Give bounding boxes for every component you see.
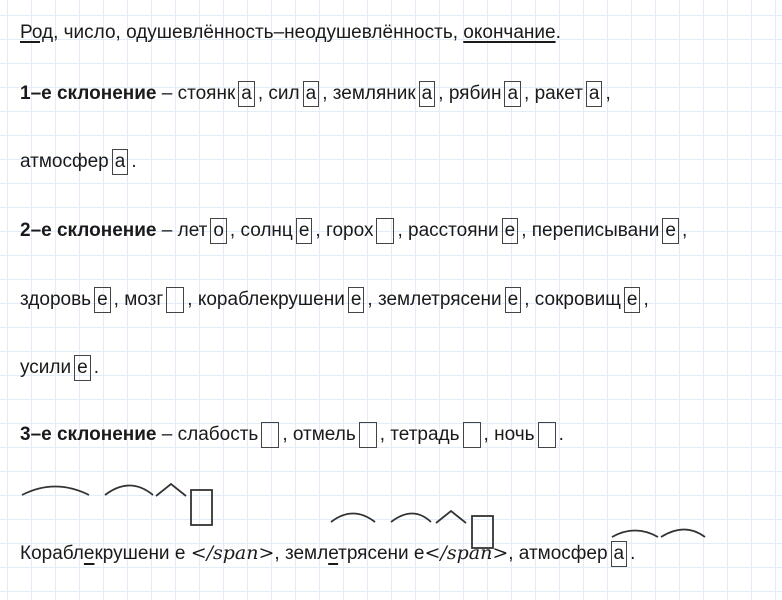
zero-ending-box: [376, 218, 395, 244]
ending-box: а: [238, 81, 255, 107]
zero-ending-box: [537, 422, 556, 448]
suffix-caret-icon: [435, 509, 467, 524]
ending-box: е: [94, 287, 111, 313]
stray-span-markup: </span>: [424, 542, 509, 564]
ending-box: а: [111, 149, 129, 175]
ending-box: е: [662, 218, 679, 244]
root-arc-icon: [611, 529, 659, 538]
ending-box: е: [295, 218, 313, 244]
ending-box: е: [623, 287, 641, 313]
ending-box: е: [504, 287, 522, 313]
root-arc-icon: [104, 484, 154, 496]
stray-span-markup: </span>: [190, 542, 275, 564]
header-text: , число, одушевлённость–неодушевлённость…: [53, 22, 464, 43]
header-ending: окончание: [463, 22, 556, 43]
suffix-caret-icon: [155, 482, 187, 497]
analysis-line: Кораблекрушени е </span>, землетрясени е…: [20, 540, 635, 567]
zero-ending-box: [358, 422, 377, 448]
root-arc-icon: [390, 512, 432, 523]
decl3-label: 3–е склонение: [20, 424, 157, 446]
root-arc-icon: [21, 485, 90, 496]
zero-ending-box: [166, 287, 185, 313]
root-arc-icon: [660, 528, 706, 538]
zero-ending-box: [462, 422, 481, 448]
header-rod: Род: [20, 22, 54, 43]
decl2-label: 2–е склонение: [20, 220, 157, 242]
ending-box: е: [501, 218, 519, 244]
ending-box: е: [347, 287, 365, 313]
header-line: Род, число, одушевлённость–неодушевлённо…: [20, 22, 561, 43]
ending-box: а: [302, 81, 320, 107]
ending-box: а: [504, 81, 522, 107]
ending-box-icon: [190, 489, 213, 526]
zero-ending-box: [261, 422, 280, 448]
ending-box: е: [74, 355, 91, 381]
ending-box: а: [585, 81, 603, 107]
ending-box: а: [418, 81, 436, 107]
decl1-label: 1–е склонение: [20, 83, 157, 105]
ending-box: о: [210, 218, 227, 244]
decl3-line: 3–е склонение – слабость, отмель, тетрад…: [20, 422, 564, 448]
ending-box: а: [610, 540, 628, 567]
root-arc-icon: [330, 512, 376, 523]
